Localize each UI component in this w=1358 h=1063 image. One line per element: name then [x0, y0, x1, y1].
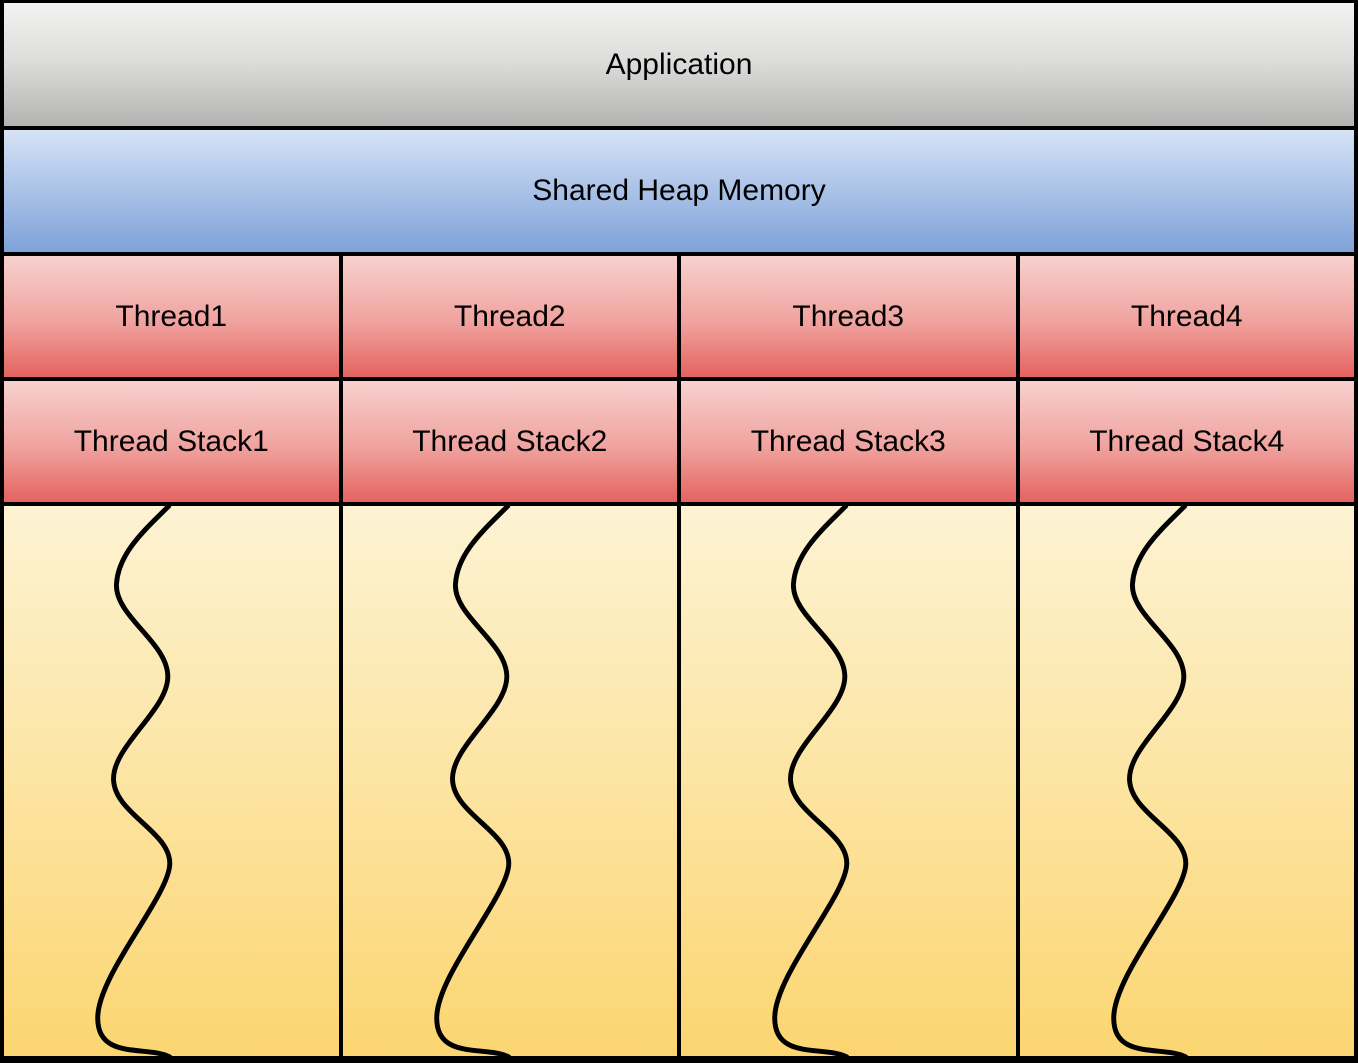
thread1-execution-squiggle-icon — [95, 506, 173, 1056]
thread-stacks-row: Thread Stack1 Thread Stack2 Thread Stack… — [4, 381, 1354, 502]
shared-heap-memory-layer: Shared Heap Memory — [4, 130, 1354, 252]
thread-stack2-box: Thread Stack2 — [342, 381, 677, 502]
thread1-stack-area — [4, 506, 339, 1056]
thread-stack4-box: Thread Stack4 — [1019, 381, 1354, 502]
thread1-label: Thread1 — [115, 299, 228, 333]
application-label: Application — [605, 47, 753, 81]
thread3-stack-area — [681, 506, 1016, 1056]
thread2-execution-squiggle-icon — [433, 506, 511, 1056]
thread4-label: Thread4 — [1130, 299, 1243, 333]
thread-execution-row — [4, 506, 1354, 1056]
thread3-execution-squiggle-icon — [772, 506, 850, 1056]
thread-stack1-label: Thread Stack1 — [73, 424, 269, 458]
threads-row: Thread1 Thread2 Thread3 Thread4 — [4, 256, 1354, 377]
application-layer: Application — [4, 3, 1354, 126]
thread4-stack-area — [1019, 506, 1354, 1056]
thread3-box: Thread3 — [681, 256, 1016, 377]
thread3-label: Thread3 — [792, 299, 905, 333]
thread4-execution-squiggle-icon — [1110, 506, 1188, 1056]
thread2-box: Thread2 — [342, 256, 677, 377]
thread-stack4-label: Thread Stack4 — [1089, 424, 1285, 458]
thread4-box: Thread4 — [1019, 256, 1354, 377]
thread-stack3-box: Thread Stack3 — [681, 381, 1016, 502]
thread-stack2-label: Thread Stack2 — [412, 424, 608, 458]
thread2-stack-area — [342, 506, 677, 1056]
thread2-label: Thread2 — [453, 299, 566, 333]
thread1-box: Thread1 — [4, 256, 339, 377]
application-layer-row: Application — [4, 3, 1354, 126]
thread-stack1-box: Thread Stack1 — [4, 381, 339, 502]
thread-stack3-label: Thread Stack3 — [750, 424, 946, 458]
shared-heap-memory-label: Shared Heap Memory — [532, 174, 826, 207]
shared-heap-memory-row: Shared Heap Memory — [4, 130, 1354, 252]
